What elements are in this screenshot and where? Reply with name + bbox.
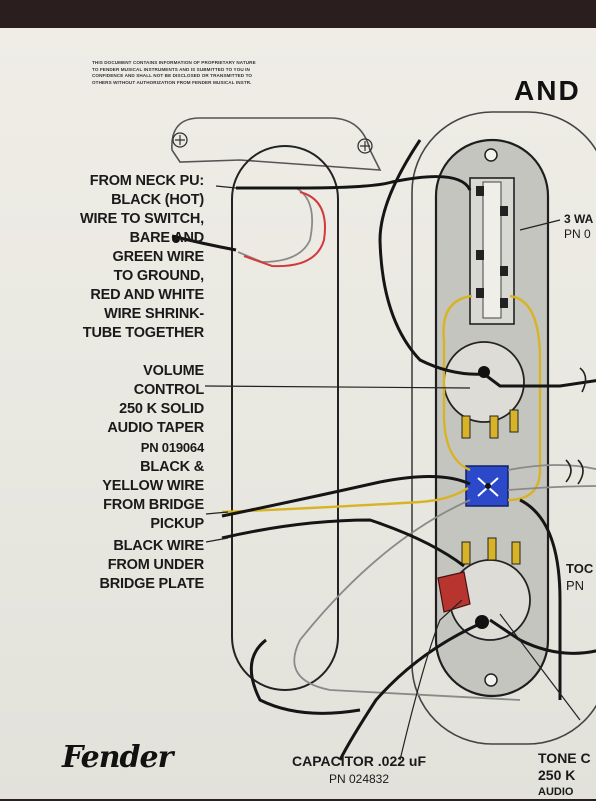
- label-line: BRIDGE PLATE: [99, 576, 205, 592]
- label-line: YELLOW WIRE: [102, 478, 204, 494]
- notice-line: THIS DOCUMENT CONTAINS INFORMATION OF PR…: [92, 60, 256, 65]
- neck-pickup-label: FROM NECK PU: BLACK (HOT) WIRE TO SWITCH…: [80, 172, 204, 343]
- label-line: FROM NECK PU:: [89, 173, 204, 189]
- cutoff-components: [565, 367, 587, 485]
- label-line: CONTROL: [133, 382, 204, 398]
- label-line: 250 K: [538, 767, 576, 783]
- label-line: 250 K SOLID: [119, 401, 204, 417]
- label-line: PN: [566, 578, 585, 593]
- label-line: AUDIO TAPER: [107, 420, 204, 436]
- switch-lugs: [476, 186, 508, 308]
- yellow-wires: [221, 294, 542, 514]
- label-line: BLACK WIRE: [113, 538, 204, 554]
- capacitor-icon: [437, 571, 471, 613]
- bridge-pickup-label: BLACK & YELLOW WIRE FROM BRIDGE PICKUP: [102, 458, 204, 534]
- notice-line: TO FENDER MUSICAL INSTRUMENTS AND IS SUB…: [92, 66, 250, 72]
- capacitor-label: CAPACITOR .022 uF PN 024832: [274, 752, 444, 788]
- label-line: WIRE SHRINK-: [104, 306, 204, 322]
- switch-blade: [482, 181, 502, 319]
- label-line: PN 0: [564, 227, 591, 241]
- tone-control-label-bottom: TONE C 250 K AUDIO: [538, 750, 591, 801]
- label-line: PN 019064: [140, 440, 204, 455]
- neck-pickup-route: [231, 145, 339, 691]
- label-line: FROM BRIDGE: [103, 497, 204, 513]
- switch-label: 3 WA PN 0: [564, 212, 593, 242]
- leader-lines: [204, 185, 581, 761]
- capacitor-name: CAPACITOR .022 uF: [291, 753, 427, 769]
- label-line: BARE AND: [129, 230, 205, 246]
- solder-points: [172, 235, 491, 629]
- screw-icon: [172, 132, 188, 148]
- diagram-title: AND: [514, 75, 581, 106]
- label-line: TO GROUND,: [113, 268, 205, 284]
- label-line: VOLUME: [143, 363, 204, 379]
- label-line: 3 WA: [564, 212, 594, 226]
- label-line: AUDIO: [538, 786, 574, 798]
- label-line: TONE C: [538, 750, 591, 766]
- label-line: WIRE TO SWITCH,: [79, 211, 204, 227]
- control-route-outline: [411, 111, 596, 745]
- notice-line: OTHERS WITHOUT AUTHORIZATION FROM FENDER…: [92, 79, 252, 85]
- label-line: FROM UNDER: [107, 557, 204, 573]
- label-line: GREEN WIRE: [112, 249, 205, 265]
- label-line: TOC: [566, 561, 594, 576]
- label-line: TUBE TOGETHER: [82, 325, 204, 341]
- bridge-plate-label: BLACK WIRE FROM UNDER BRIDGE PLATE: [99, 537, 205, 594]
- label-line: PICKUP: [150, 516, 204, 532]
- black-wires: [171, 139, 596, 761]
- volume-lugs: [461, 409, 519, 439]
- grey-wires: [237, 187, 596, 701]
- label-line: RED AND WHITE: [90, 287, 204, 303]
- red-wire: [243, 191, 326, 268]
- proprietary-notice: THIS DOCUMENT CONTAINS INFORMATION OF PR…: [92, 60, 292, 86]
- capacitor-part-number: PN 024832: [328, 772, 390, 786]
- volume-control-label: VOLUME CONTROL 250 K SOLID AUDIO TAPER P…: [107, 362, 204, 457]
- tone-control-label-right: TOC PN: [566, 560, 593, 594]
- plate-screw-top: [484, 148, 498, 162]
- label-line: BLACK (HOT): [111, 192, 204, 208]
- label-line: BLACK &: [140, 459, 204, 475]
- plate-screw-bottom: [484, 673, 498, 687]
- body-cavity-outline: [171, 117, 382, 171]
- fender-logo: Fender: [62, 740, 173, 775]
- tone-lugs: [461, 537, 521, 565]
- screw-icon: [357, 138, 373, 154]
- notice-line: CONFIDENCE AND SHALL NOT BE DISCLOSED OR…: [92, 73, 253, 78]
